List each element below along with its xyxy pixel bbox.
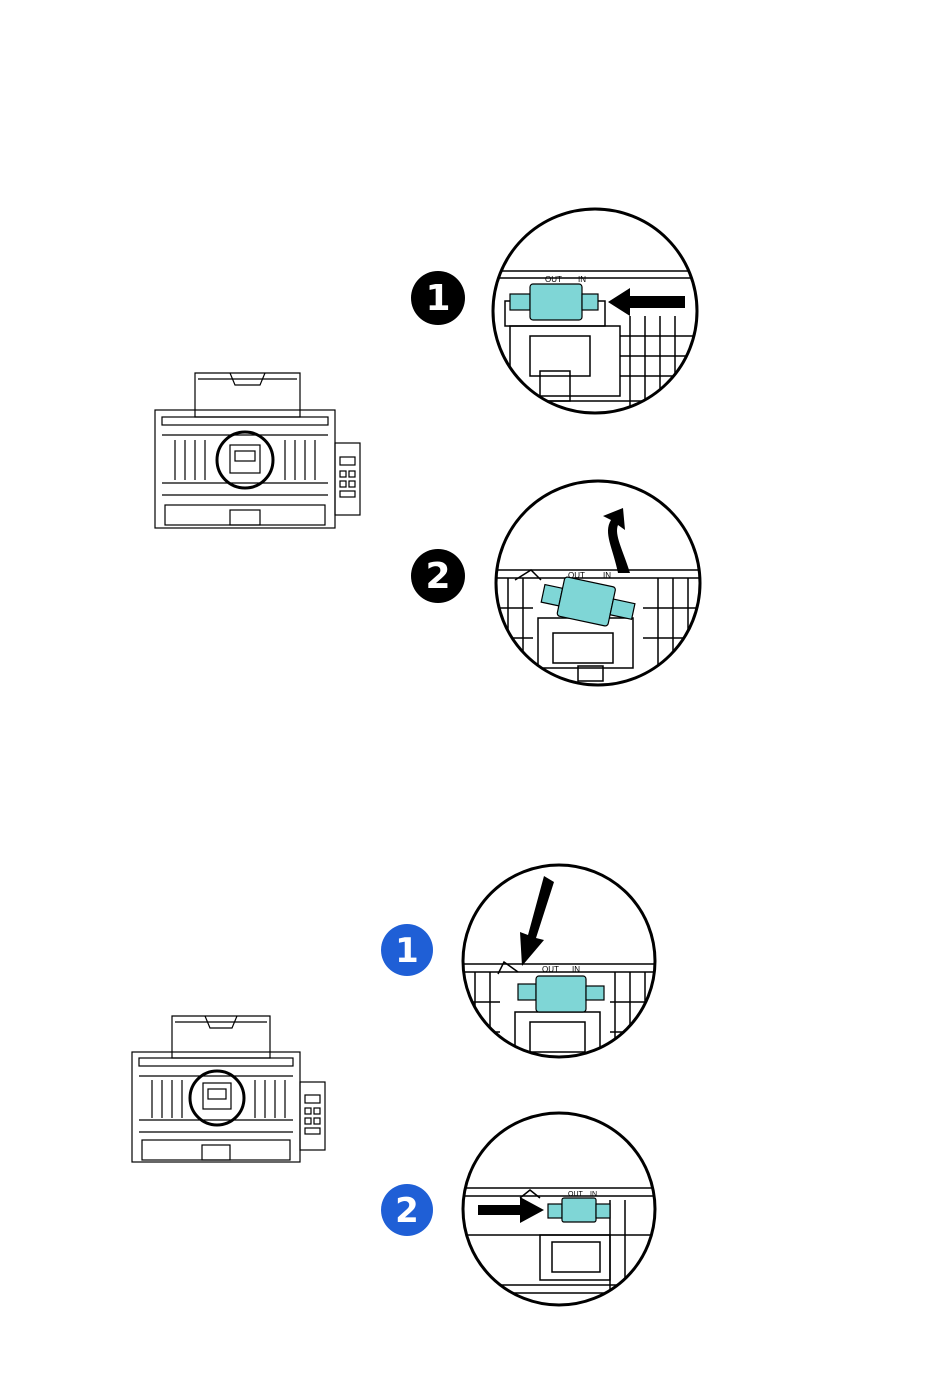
label-out: OUT <box>545 275 562 284</box>
step-number: 1 <box>425 278 450 319</box>
curved-arrow-up-icon <box>603 508 630 573</box>
label-out: OUT <box>542 965 559 974</box>
arrow-left-icon <box>608 288 685 316</box>
label-in: IN <box>590 1191 597 1198</box>
label-in: IN <box>578 275 586 284</box>
scanner-illustration <box>120 1010 335 1170</box>
arrow-right-icon <box>478 1197 544 1223</box>
step-badge-removal-2: 2 <box>410 548 466 604</box>
detail-installation-step2: OUT IN <box>460 1110 658 1308</box>
detail-installation-step1: OUT IN <box>460 862 658 1060</box>
step-badge-installation-2: 2 <box>380 1183 434 1237</box>
arrow-down-icon <box>520 876 554 966</box>
detail-removal-step2: OUT IN <box>493 478 703 688</box>
label-in: IN <box>572 965 580 974</box>
scanner-illustration <box>140 365 370 535</box>
label-out: OUT <box>568 571 585 580</box>
step-badge-removal-1: 1 <box>410 270 466 326</box>
step-number: 2 <box>425 556 450 597</box>
scanner-overview-bottom <box>120 1010 335 1170</box>
scanner-overview-top <box>140 365 370 535</box>
detail-removal-step1: OUT IN <box>490 206 700 416</box>
label-out: OUT <box>568 1191 584 1198</box>
step-number: 1 <box>395 931 419 971</box>
step-number: 2 <box>395 1191 419 1231</box>
label-in: IN <box>603 571 611 580</box>
step-badge-installation-1: 1 <box>380 923 434 977</box>
